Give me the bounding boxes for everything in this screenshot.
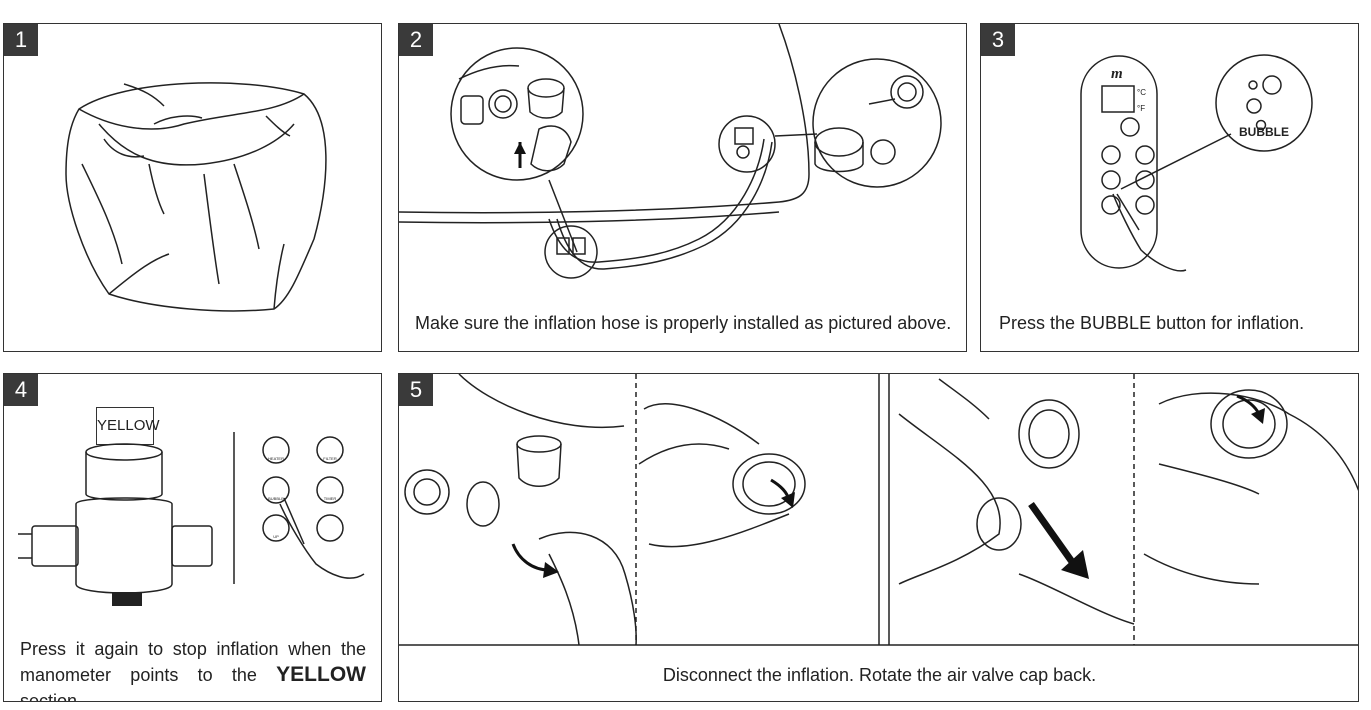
up-button-label: UP [273,534,279,539]
caption-emphasis: YELLOW [276,663,366,686]
bubble-callout-label: BUBBLE [1239,125,1289,139]
caption-text: section. [20,691,83,702]
step-4-caption: Press it again to stop inflation when th… [20,636,366,702]
svg-text:m: m [1111,66,1123,82]
step-3-panel: 3 m °C °F BUBBLE Press the BUBBLE button… [980,23,1359,352]
step-4-panel: 4 YELLOW HEATER FILTER BUBBLE TIMER UP P… [3,373,382,702]
inflation-hose-illustration [399,24,942,279]
celsius-label: °C [1137,88,1146,97]
step-5-panel: 5 [398,373,1359,702]
step-number: 4 [4,374,38,406]
step-2-caption: Make sure the inflation hose is properly… [415,313,952,333]
folded-spa-liner-illustration [65,82,327,312]
heater-button-label: HEATER [268,456,284,461]
timer-button-label: TIMER [324,496,337,501]
step-3-caption: Press the BUBBLE button for inflation. [999,313,1305,333]
disconnect-and-rotate-cap-illustration [399,374,1358,646]
manometer-yellow-tag: YELLOW [96,407,160,445]
step-number: 3 [981,24,1015,56]
filter-button-label: FILTER [323,456,337,461]
caption-text: Press it again to stop inflation when th… [20,639,366,685]
step-number: 5 [399,374,433,406]
control-panel-illustration: m °C °F BUBBLE [1080,54,1313,272]
step-5-caption: Disconnect the inflation. Rotate the air… [662,665,1097,685]
fahrenheit-label: °F [1137,104,1145,113]
manometer-and-controls-illustration: HEATER FILTER BUBBLE TIMER UP [18,432,365,606]
bubble-button-label: BUBBLE [268,496,284,501]
step-1-panel: 1 [3,23,382,352]
step-number: 2 [399,24,433,56]
step-2-panel: 2 Make sure [398,23,967,352]
step-number: 1 [4,24,38,56]
